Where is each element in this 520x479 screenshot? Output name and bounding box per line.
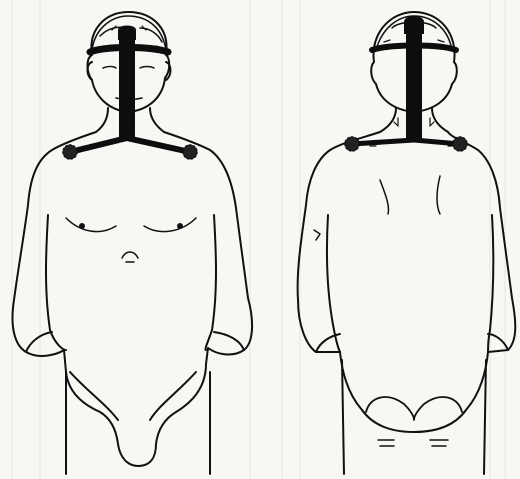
front-figure [13, 12, 253, 474]
front-right-electrode [183, 145, 197, 159]
back-figure [298, 12, 516, 474]
back-scapula-left [380, 180, 389, 214]
back-shoulder-strap [352, 140, 460, 144]
back-elbow-mark [314, 230, 320, 240]
back-scapula-right [437, 176, 440, 214]
front-nipple-right [178, 224, 182, 228]
front-left-arm-inner [46, 215, 66, 350]
back-crown-knob [404, 16, 424, 34]
front-left-hand [26, 332, 52, 352]
back-neck-right [432, 108, 448, 132]
front-shoulder-strap [70, 138, 190, 152]
front-navel [122, 252, 138, 262]
front-eye-left [103, 67, 116, 69]
back-torso-outline [298, 132, 516, 432]
back-neck-left [380, 108, 396, 132]
paper-texture [12, 0, 505, 479]
front-neck-left [96, 108, 108, 132]
front-chest-line [66, 218, 196, 232]
front-eye-right [140, 67, 154, 69]
back-right-arm-inner [488, 215, 493, 352]
back-buttocks [366, 397, 462, 420]
front-left-electrode [63, 145, 77, 159]
back-crease-marks [378, 440, 448, 446]
back-left-electrode [345, 137, 359, 151]
back-right-electrode [453, 137, 467, 151]
back-left-arm-inner [327, 215, 340, 352]
front-nipple-left [80, 224, 84, 228]
front-vertical-strap [119, 28, 135, 140]
front-crown-knob [118, 26, 136, 41]
front-right-hand [214, 332, 244, 350]
front-neck-right [150, 108, 164, 132]
front-right-arm-inner [205, 215, 216, 350]
back-vertical-strap [406, 20, 422, 142]
